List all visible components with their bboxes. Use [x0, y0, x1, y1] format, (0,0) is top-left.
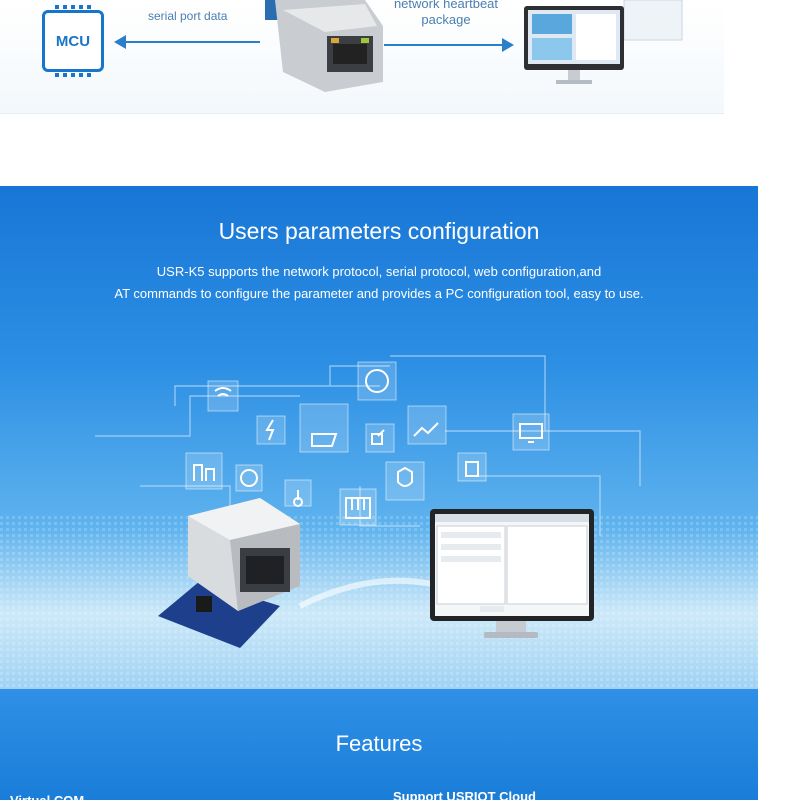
banner-desc-line-2: AT commands to configure the parameter a… — [114, 286, 644, 301]
rj45-module-icon — [265, 0, 383, 92]
arrow-right-icon — [384, 38, 514, 52]
banner-desc-line-1: USR-K5 supports the network protocol, se… — [156, 264, 602, 279]
mcu-chip-icon: MCU — [42, 5, 104, 77]
config-pc-monitor — [430, 509, 594, 638]
features-section: Features Virtual COM Support USRIOT Clou… — [0, 689, 758, 808]
chart-icon — [407, 405, 447, 445]
feature-item-usriot-cloud: Support USRIOT Cloud — [393, 789, 536, 804]
wifi-icon — [207, 380, 239, 412]
feature-item-virtual-com: Virtual COM — [10, 793, 85, 808]
banner-title: Users parameters configuration — [218, 218, 540, 244]
heartbeat-line-2: package — [421, 12, 471, 27]
rj45-board-icon — [158, 498, 300, 648]
config-banner: Users parameters configuration USR-K5 su… — [0, 186, 758, 689]
monitor-icon — [512, 413, 550, 451]
banner-description: USR-K5 supports the network protocol, se… — [40, 261, 718, 305]
pc-monitor-icon — [524, 0, 683, 84]
folder-icon — [299, 403, 349, 453]
mcu-label: MCU — [55, 32, 91, 50]
heartbeat-label: network heartbeat package — [380, 0, 512, 28]
heartbeat-line-1: network heartbeat — [393, 0, 499, 11]
network-diagram: MCU serial port data network heartbeat p… — [0, 0, 724, 114]
globe-icon — [357, 361, 397, 401]
serial-port-label: serial port data — [148, 9, 228, 23]
arrow-left-icon — [114, 35, 260, 49]
gauge-icon — [235, 464, 263, 492]
features-title: Features — [335, 731, 423, 756]
config-illustration — [0, 355, 758, 689]
share-icon — [365, 423, 395, 453]
building-icon — [185, 452, 223, 490]
